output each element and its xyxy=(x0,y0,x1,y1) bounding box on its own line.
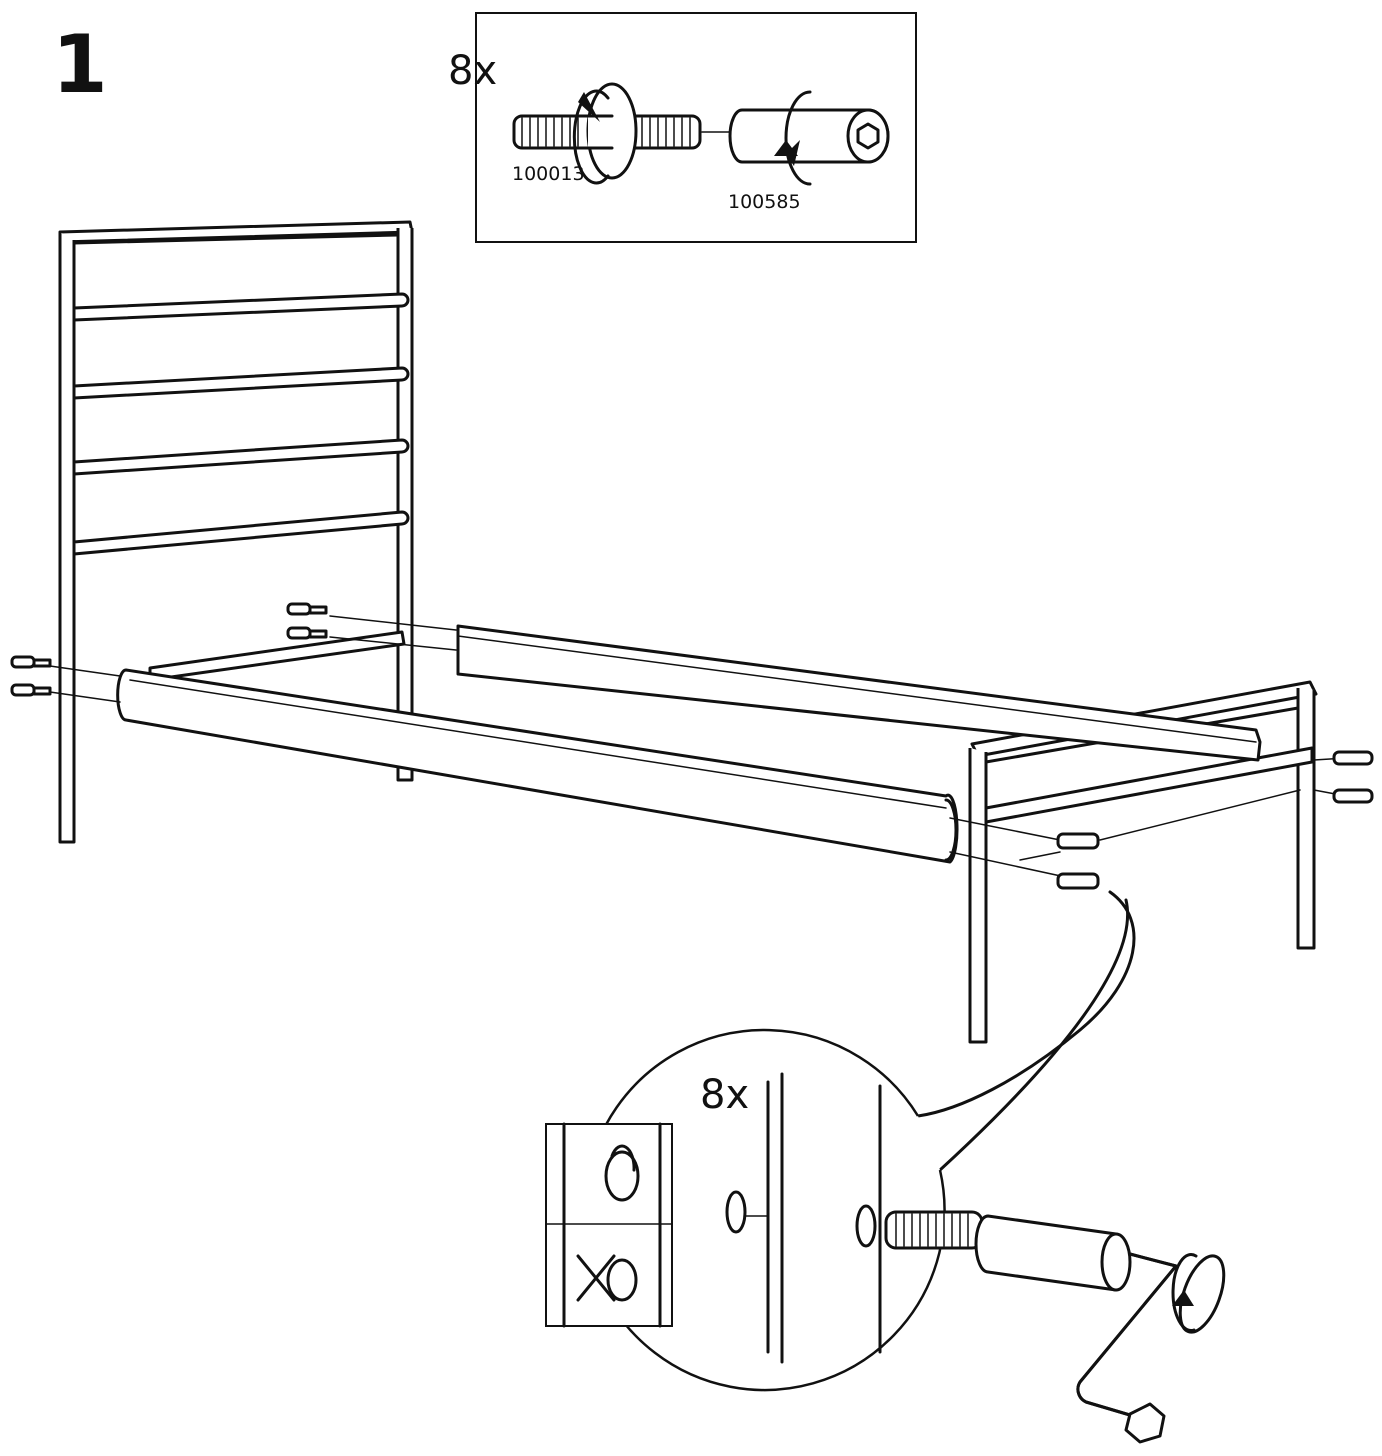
barrel-nut-part-number: 100585 xyxy=(728,191,801,213)
barrel-nut-icon xyxy=(728,108,890,164)
rotate-arrow-icon xyxy=(572,89,610,185)
bolt-icon xyxy=(286,626,328,640)
barrel-nut-icon xyxy=(1056,832,1100,850)
callout-leader xyxy=(916,890,1136,1118)
alignment-guides xyxy=(49,615,1347,879)
parts-box-frame xyxy=(475,12,917,243)
side-rail-back xyxy=(456,624,1262,762)
bolt-icon xyxy=(286,602,328,616)
barrel-nut-icon xyxy=(974,1214,1132,1292)
detail-quantity: 8x xyxy=(700,1072,749,1118)
rotate-arrow-icon xyxy=(774,90,812,186)
headboard xyxy=(58,220,414,844)
barrel-nut-icon xyxy=(1332,788,1374,804)
bolt-icon xyxy=(10,655,52,669)
correct-hole-example xyxy=(604,1144,640,1202)
barrel-nut-icon xyxy=(1332,750,1374,766)
cross-mark-icon xyxy=(576,1254,616,1302)
detail-view: 8x xyxy=(583,1028,1226,1444)
rotate-arrow-icon xyxy=(1171,1253,1198,1332)
barrel-nut-icon xyxy=(1056,872,1100,890)
bolt-icon xyxy=(884,1210,984,1250)
allen-key-icon xyxy=(1076,1252,1226,1444)
step-number: 1 xyxy=(52,18,108,111)
incorrect-hole-example xyxy=(576,1254,638,1302)
parts-box: 8x 100013 xyxy=(448,12,917,243)
callout-leader xyxy=(938,898,1129,1172)
bolt-part-number: 100013 xyxy=(512,163,585,185)
bolt-icon xyxy=(10,683,52,697)
hole-orientation-legend xyxy=(545,1122,673,1328)
bolt-icon xyxy=(512,82,702,180)
parts-quantity: 8x xyxy=(448,48,497,94)
side-rail-front xyxy=(116,668,959,864)
